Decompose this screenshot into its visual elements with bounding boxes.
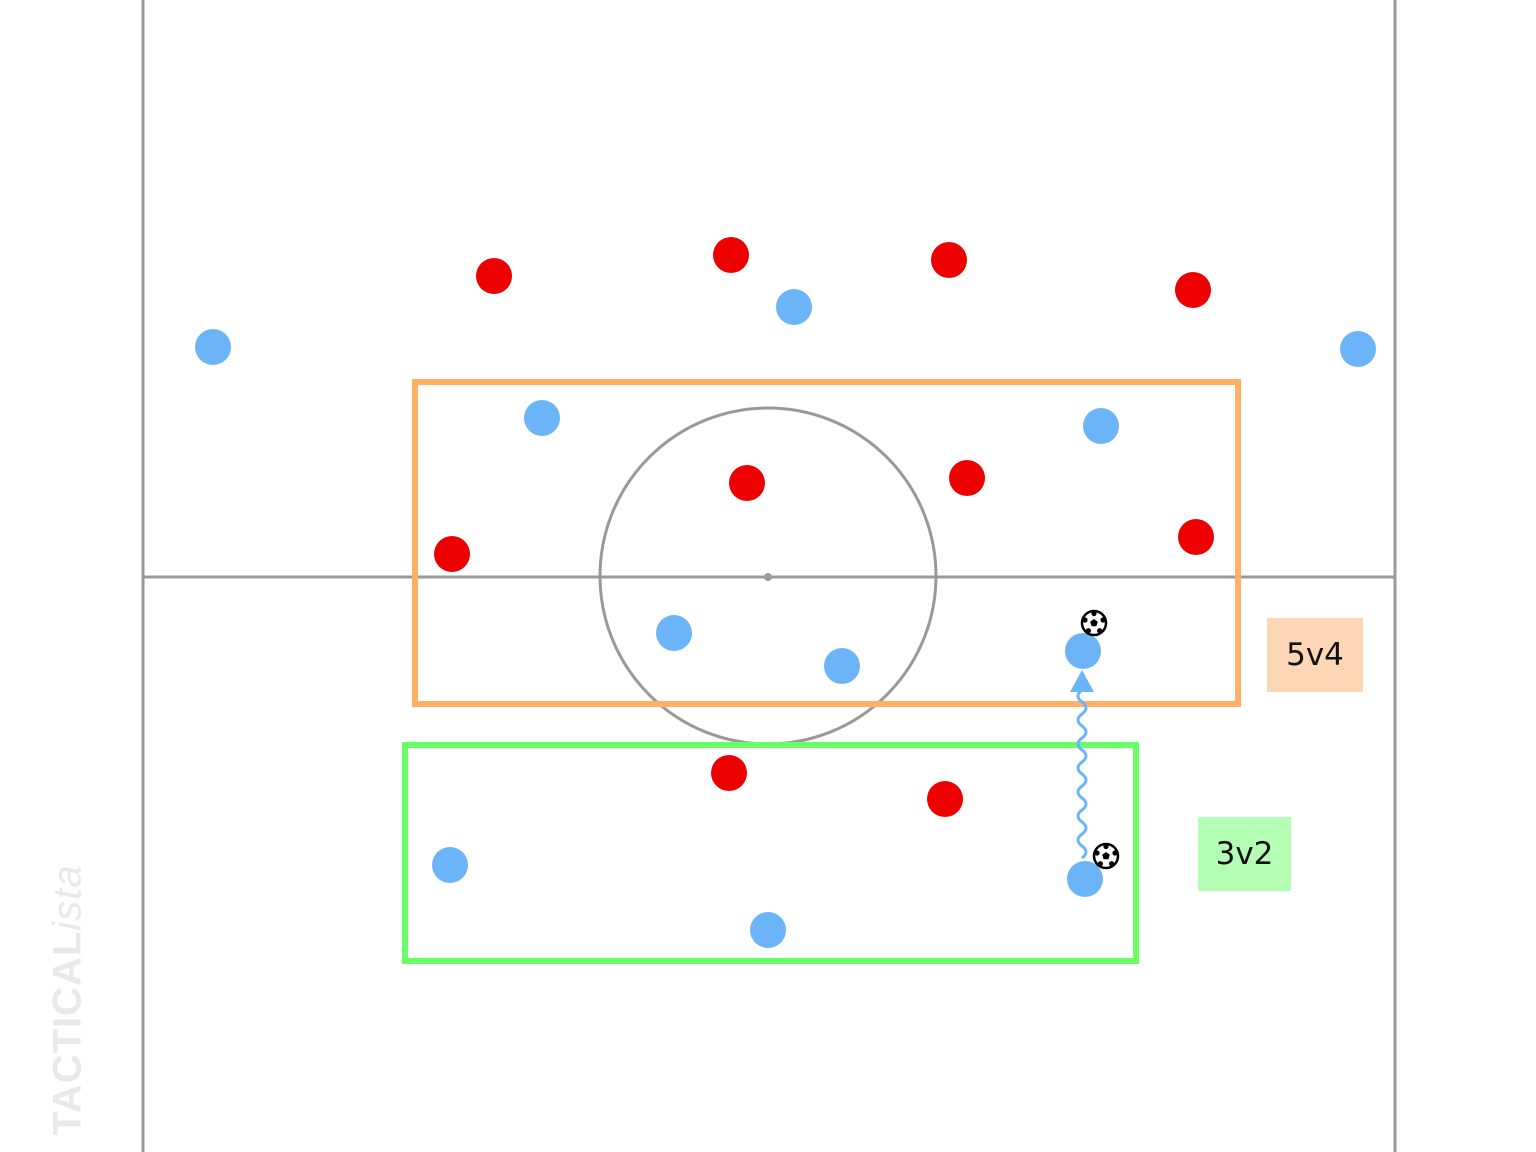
zone-label-3v2: 3v2: [1198, 817, 1291, 891]
soccer-ball-icon: [1080, 609, 1108, 637]
red-player: [1178, 519, 1214, 555]
red-player: [931, 242, 967, 278]
blue-player: [1067, 861, 1103, 897]
soccer-ball-icon: [1092, 842, 1120, 870]
center-spot: [764, 573, 772, 581]
blue-player: [432, 847, 468, 883]
red-team: [434, 237, 1214, 817]
blue-player: [656, 615, 692, 651]
blue-player: [1083, 408, 1119, 444]
watermark-logo: TACTICALista: [46, 864, 91, 1135]
blue-player: [1065, 633, 1101, 669]
red-player: [711, 755, 747, 791]
dribble-arrow-icon: [1070, 670, 1094, 860]
blue-player: [750, 912, 786, 948]
red-player: [729, 465, 765, 501]
red-player: [949, 460, 985, 496]
red-player: [713, 237, 749, 273]
zone-5v4-box: [412, 379, 1241, 707]
pitch-markings: [141, 0, 1397, 1152]
blue-player: [1340, 331, 1376, 367]
red-player: [927, 781, 963, 817]
zone-label-5v4: 5v4: [1267, 618, 1363, 692]
blue-player: [524, 400, 560, 436]
red-player: [434, 536, 470, 572]
watermark-italic-text: ista: [45, 864, 90, 931]
blue-player: [824, 648, 860, 684]
blue-team: [195, 289, 1376, 948]
watermark-bold-text: TACTICAL: [45, 930, 90, 1136]
blue-player: [195, 329, 231, 365]
red-player: [1175, 272, 1211, 308]
blue-player: [776, 289, 812, 325]
zone-3v2-box: [402, 742, 1139, 964]
red-player: [476, 258, 512, 294]
